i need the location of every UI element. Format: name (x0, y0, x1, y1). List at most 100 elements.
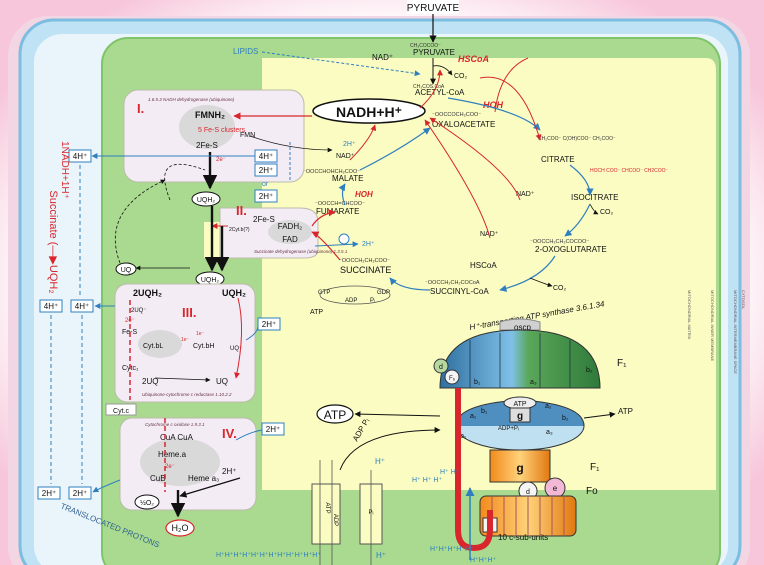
oscp-cap (499, 318, 541, 331)
complex-i-dashed-loop (164, 163, 206, 201)
atp-right-label: ATP (618, 407, 633, 416)
co2-3-arrow (529, 277, 553, 288)
succinyl-to-succinate (389, 277, 431, 291)
co2-3: CO₂ (553, 285, 567, 292)
pyruvate-label: PYRUVATE (413, 48, 455, 57)
nadh-oxoglutarate-arrow (424, 119, 491, 239)
h-plus-cluster-2: H⁺ H⁺ H⁺ (412, 477, 442, 484)
complex-iii-blob (138, 330, 182, 358)
sub-a1: a₁ (470, 413, 477, 420)
acetyl-coa-label: ACETYL-CoA (415, 88, 465, 97)
proton-box-left1 (39, 299, 63, 313)
sub-g-lower: g (516, 461, 523, 475)
cyt-bh-label: Cyt.bH (193, 343, 214, 350)
uq-inner-label: UQ (216, 377, 228, 386)
cua-label: CuA CuA (160, 433, 194, 442)
oxoglutarate-label: 2-OXOGLUTARATE (535, 245, 607, 254)
complex-iii-numeral: III. (182, 305, 196, 320)
pyruvate-label-bg (407, 0, 459, 14)
citrate-to-isocitrate (569, 164, 594, 196)
oxoglutarate-to-succinyl (499, 255, 556, 292)
adp-label: ADP (345, 298, 357, 304)
cyt-bl-label: Cyt.bL (143, 343, 163, 350)
fadh2-label: FADH₂ (278, 222, 302, 231)
heme-a-label: Heme.a (158, 450, 187, 459)
nadh-main-label: NADH+H⁺ (336, 104, 402, 120)
proton-box-left2 (70, 299, 94, 313)
h2o-ellipse (165, 519, 195, 537)
complex-iv-proton-pump (92, 479, 121, 493)
side-label-3: MITOCHONDRIAL MATRIX (687, 290, 692, 340)
h-plus-row-2: H⁺H⁺H⁺H⁺H⁺ (430, 546, 474, 553)
two-fes-ii: 2Fe-S (253, 215, 275, 224)
stator-stalk (455, 388, 493, 552)
complex-iv-blob (140, 438, 220, 486)
sub-b1-mid: b₁ (481, 408, 488, 415)
fmn-out-arrow (249, 135, 333, 153)
nadh-ellipse (312, 98, 426, 124)
sub-b1-left: b₁ (474, 379, 481, 386)
complex-ii-blob (268, 220, 312, 244)
hoh-top: HOH (483, 100, 504, 110)
nad-malate: NAD⁺ (336, 153, 355, 160)
nadh-pdh-arrow (419, 69, 443, 109)
uq-to-complex-i-dashed (115, 179, 166, 264)
fumarate-formula: ⁻OOCCH=CHCOO⁻ (315, 201, 365, 207)
isocitrate-label: ISOCITRATE (571, 193, 618, 202)
f1-top-label: F₁ (617, 358, 627, 369)
four-h-plus-complex-i: 4H⁺ (259, 152, 273, 161)
heme-a3-label: Heme a₃ (188, 474, 219, 483)
atp-big-label: ATP (324, 408, 346, 422)
lipids-arrow (261, 51, 421, 77)
sub-e: e (553, 484, 558, 493)
hscoa-top: HSCoA (458, 54, 489, 64)
complex-iv-h2o-flow (179, 477, 241, 498)
two-h-plus-box1: 2H⁺ (259, 166, 273, 175)
side-label-4: MITOCHONDRIAL INNER MEMBRANE (710, 290, 715, 361)
hscoa-mid: HSCoA (470, 261, 497, 270)
gtp-label: GTP (318, 290, 330, 296)
h-plus-row: H⁺H⁺H⁺H⁺H⁺H⁺H⁺H⁺H⁺H⁺H⁺H⁺ (216, 552, 321, 559)
complex-ii-proton-arrow (314, 241, 359, 248)
uqh2-inner-label: UQH₂ (222, 288, 246, 298)
translocase-adp: ADP (332, 514, 338, 526)
side-nadh-label: 1NADH+1H⁺ (59, 141, 70, 199)
succinate-label: SUCCINATE (340, 265, 391, 275)
complex-i-numeral: I. (137, 101, 144, 116)
two-uq-label: 2UQ (142, 377, 158, 386)
uqh2-mid-ellipse (191, 191, 221, 207)
four-h-plus-left1: 4H⁺ (44, 302, 58, 311)
complex-i-proton-box-3 (254, 189, 278, 203)
malate-formula: ⁻OOCCHOHCH₂COO⁻ (303, 169, 360, 175)
fmn-label: FMN (240, 132, 255, 139)
oscp-label: oscp (514, 323, 531, 332)
fes-cluster-blob (179, 105, 235, 149)
sub-a3-mid: a₃ (546, 429, 553, 436)
citrate-label: CITRATE (541, 155, 575, 164)
sub-d-lower: d (526, 489, 530, 496)
fumarate-to-malate (338, 183, 346, 206)
succinate-to-fad (311, 231, 341, 261)
uq-minus-label: 2UQ⁻ (131, 308, 147, 314)
complex-ii-title: Succinate dehydrogenase (ubiquinone) 1.3… (254, 249, 348, 254)
acetyl-formula: CH₃COS.CoA (413, 84, 445, 90)
citrate-formula: CH₂COO⁻ C(OH)COO⁻ CH₂COO⁻ (538, 136, 616, 142)
side-succinate-label: Succinate (—▶UQH₂ (47, 190, 59, 293)
complex-iv-proton-box (261, 422, 285, 436)
pi-label: Pᵢ (370, 298, 375, 304)
sub-b2-mid: b₂ (562, 415, 569, 422)
adp-import-arrow (339, 427, 441, 471)
proton-box-left-top (68, 149, 92, 163)
sub-f6: F₆ (449, 376, 456, 382)
complex-i-title: 1.6.5.3 NADH dehydrogenase (ubiquinone) (148, 97, 235, 102)
f1-head (439, 329, 601, 389)
h-plus-label-1: H⁺ (375, 457, 385, 466)
two-h-plus-iv-top: 2H⁺ (266, 425, 280, 434)
uq-cycle-arrow (154, 377, 211, 383)
two-e-iv: 2e⁻ (165, 464, 175, 470)
malate-to-oxaloacetate (359, 127, 431, 171)
two-h-plus-label: 2H⁺ (343, 141, 356, 148)
half-o2-label: ½O₂ (140, 499, 154, 507)
complex-iv-numeral: IV. (222, 426, 237, 441)
